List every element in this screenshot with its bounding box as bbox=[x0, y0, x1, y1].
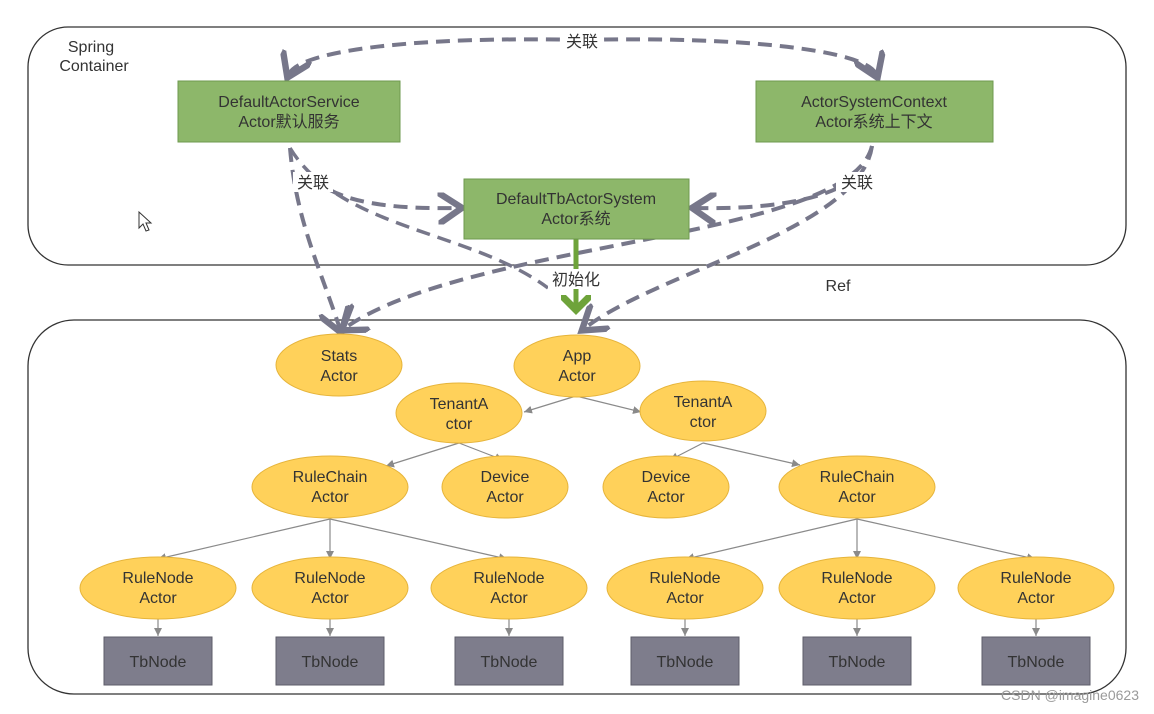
actor-stats-line1: Stats bbox=[321, 348, 357, 365]
actor-tenant-right-line2: ctor bbox=[690, 414, 717, 431]
actor-rulenode-1-line2: Actor bbox=[139, 590, 177, 607]
edge-app-tenant-left bbox=[523, 395, 577, 414]
actor-system-context-subtitle: Actor系统上下文 bbox=[815, 113, 932, 131]
actor-rulenode-2: RuleNode Actor bbox=[251, 556, 409, 620]
actor-tenant-left: TenantA ctor bbox=[395, 382, 523, 444]
actor-device-right-line2: Actor bbox=[647, 489, 685, 506]
actor-tenant-right: TenantA ctor bbox=[639, 380, 767, 442]
link-service-to-app bbox=[288, 147, 550, 290]
link-top-to-service bbox=[289, 37, 583, 74]
actor-device-right-line1: Device bbox=[642, 469, 691, 486]
actor-tenant-left-line2: ctor bbox=[446, 416, 473, 433]
actor-rulenode-2-line1: RuleNode bbox=[294, 570, 365, 587]
actor-rulenode-6-line1: RuleNode bbox=[1000, 570, 1071, 587]
actor-rulenode-1-line1: RuleNode bbox=[122, 570, 193, 587]
top-link-label: 关联 bbox=[566, 33, 598, 51]
tbnode-4-label: TbNode bbox=[657, 654, 714, 671]
tbnode-2-label: TbNode bbox=[302, 654, 359, 671]
edge-rulechain-left-node3 bbox=[329, 518, 508, 562]
left-link-label: 关联 bbox=[297, 174, 329, 192]
link-service-to-stats bbox=[288, 147, 340, 329]
actor-rulechain-right: RuleChain Actor bbox=[778, 455, 936, 519]
actor-device-left: Device Actor bbox=[441, 455, 569, 519]
default-tb-actor-system-subtitle: Actor系统 bbox=[541, 210, 610, 228]
edge-rulechain-left-node1 bbox=[157, 518, 331, 562]
tbnode-3: TbNode bbox=[454, 636, 564, 686]
tbnode-1: TbNode bbox=[103, 636, 213, 686]
actor-rulechain-right-line1: RuleChain bbox=[820, 469, 895, 486]
tbnode-6: TbNode bbox=[981, 636, 1091, 686]
actor-rulenode-2-line2: Actor bbox=[311, 590, 349, 607]
actor-stats: Stats Actor bbox=[275, 333, 403, 397]
default-actor-service-box: DefaultActorService Actor默认服务 bbox=[177, 80, 401, 143]
spring-container-label-1: Spring bbox=[68, 39, 114, 56]
actor-rulenode-6: RuleNode Actor bbox=[957, 556, 1115, 620]
actor-stats-line2: Actor bbox=[320, 368, 358, 385]
actor-rulenode-5: RuleNode Actor bbox=[778, 556, 936, 620]
edge-rulechain-right-node6 bbox=[856, 518, 1036, 562]
actor-app-line1: App bbox=[563, 348, 592, 365]
edge-tenant-right-rulechain bbox=[702, 442, 801, 468]
actor-rulenode-3-line2: Actor bbox=[490, 590, 528, 607]
tbnode-5: TbNode bbox=[802, 636, 912, 686]
tbnode-4: TbNode bbox=[630, 636, 740, 686]
actor-rulenode-3: RuleNode Actor bbox=[430, 556, 588, 620]
tree-connectors bbox=[154, 395, 1040, 636]
default-tb-actor-system-title: DefaultTbActorSystem bbox=[496, 191, 656, 208]
ref-container bbox=[27, 319, 1127, 695]
actor-tenant-left-line1: TenantA bbox=[430, 396, 489, 413]
right-link-label: 关联 bbox=[841, 174, 873, 192]
actor-rulenode-5-line1: RuleNode bbox=[821, 570, 892, 587]
actor-rulechain-left: RuleChain Actor bbox=[251, 455, 409, 519]
actor-app: App Actor bbox=[513, 334, 641, 398]
default-actor-service-title: DefaultActorService bbox=[218, 94, 359, 111]
actor-rulenode-6-line2: Actor bbox=[1017, 590, 1055, 607]
actor-rulenode-4-line2: Actor bbox=[666, 590, 704, 607]
tbnode-5-label: TbNode bbox=[829, 654, 886, 671]
actor-system-context-box: ActorSystemContext Actor系统上下文 bbox=[755, 80, 994, 143]
csdn-watermark: CSDN @imagine0623 bbox=[1001, 687, 1139, 703]
actor-rulenode-4-line1: RuleNode bbox=[649, 570, 720, 587]
spring-container-label-2: Container bbox=[59, 58, 129, 75]
edge-app-tenant-right bbox=[575, 395, 642, 414]
actor-device-left-line2: Actor bbox=[486, 489, 524, 506]
actor-system-context-title: ActorSystemContext bbox=[801, 94, 947, 111]
actor-device-left-line1: Device bbox=[481, 469, 530, 486]
edge-rulechain-right-node4 bbox=[685, 518, 858, 562]
actor-app-line2: Actor bbox=[558, 368, 596, 385]
tbnode-3-label: TbNode bbox=[481, 654, 538, 671]
actor-rulenode-3-line1: RuleNode bbox=[473, 570, 544, 587]
link-top-to-context bbox=[581, 37, 876, 74]
tbnode-1-label: TbNode bbox=[130, 654, 187, 671]
actor-rulenode-5-line2: Actor bbox=[838, 590, 876, 607]
default-actor-service-subtitle: Actor默认服务 bbox=[238, 113, 339, 131]
tbnode-2: TbNode bbox=[275, 636, 385, 686]
link-service-to-system bbox=[329, 188, 458, 208]
mouse-cursor-icon bbox=[138, 210, 153, 232]
actor-rulechain-left-line1: RuleChain bbox=[293, 469, 368, 486]
edge-tenant-left-rulechain bbox=[385, 442, 460, 468]
tbnode-6-label: TbNode bbox=[1008, 654, 1065, 671]
actor-tenant-right-line1: TenantA bbox=[674, 394, 733, 411]
init-label: 初始化 bbox=[552, 271, 600, 289]
ref-label: Ref bbox=[826, 278, 851, 295]
default-tb-actor-system-box: DefaultTbActorSystem Actor系统 bbox=[463, 178, 690, 240]
actor-rulenode-4: RuleNode Actor bbox=[606, 556, 764, 620]
actor-rulechain-right-line2: Actor bbox=[838, 489, 876, 506]
actor-device-right: Device Actor bbox=[602, 455, 730, 519]
link-context-to-system bbox=[696, 186, 839, 208]
actor-rulechain-left-line2: Actor bbox=[311, 489, 349, 506]
actor-rulenode-1: RuleNode Actor bbox=[79, 556, 237, 620]
